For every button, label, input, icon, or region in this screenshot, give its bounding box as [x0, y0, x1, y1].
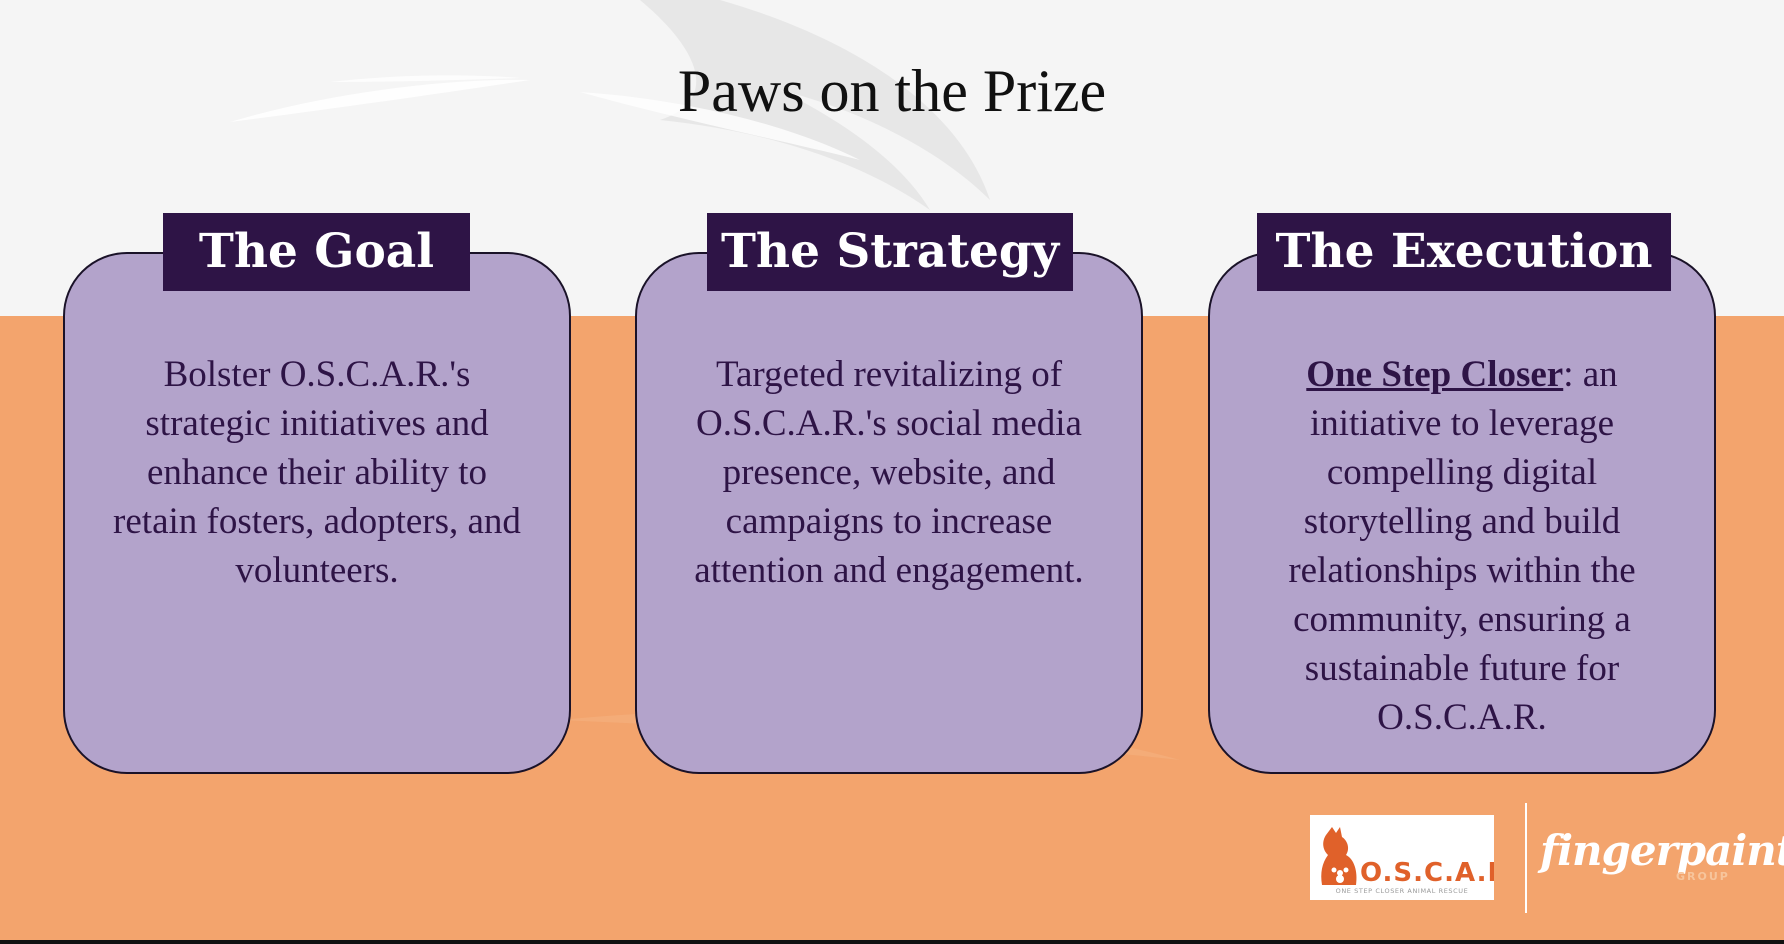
slide-title: Paws on the Prize: [677, 58, 1107, 124]
fingerpaint-group-label: GROUP: [1676, 870, 1730, 883]
oscar-logo-tagline: ONE STEP CLOSER ANIMAL RESCUE: [1336, 887, 1469, 895]
oscar-logo: O.S.C.A.R ONE STEP CLOSER ANIMAL RESCUE: [1310, 815, 1494, 900]
strategy-heading: The Strategy: [707, 213, 1073, 291]
execution-body-wrapper: One Step Closer: an initiative to levera…: [1240, 350, 1684, 742]
execution-body: : an initiative to leverage compelling d…: [1288, 354, 1636, 738]
bottom-edge: [0, 940, 1784, 944]
goal-heading: The Goal: [163, 213, 470, 291]
execution-heading: The Execution: [1257, 213, 1671, 291]
goal-card: Bolster O.S.C.A.R.'s strategic initiativ…: [63, 252, 571, 774]
logo-divider: [1525, 803, 1527, 913]
strategy-body: Targeted revitalizing of O.S.C.A.R.'s so…: [694, 354, 1084, 591]
oscar-logo-name: O.S.C.A.R: [1360, 858, 1494, 888]
oscar-logo-mark: O.S.C.A.R ONE STEP CLOSER ANIMAL RESCUE: [1321, 827, 1494, 895]
strategy-card: Targeted revitalizing of O.S.C.A.R.'s so…: [635, 252, 1143, 774]
fingerpaint-wordmark: fingerpaint: [1540, 826, 1784, 875]
goal-body: Bolster O.S.C.A.R.'s strategic initiativ…: [113, 354, 521, 591]
initiative-name: One Step Closer: [1306, 354, 1564, 395]
fingerpaint-logo: fingerpaint GROUP: [1540, 826, 1784, 906]
execution-card: One Step Closer: an initiative to levera…: [1208, 252, 1716, 774]
